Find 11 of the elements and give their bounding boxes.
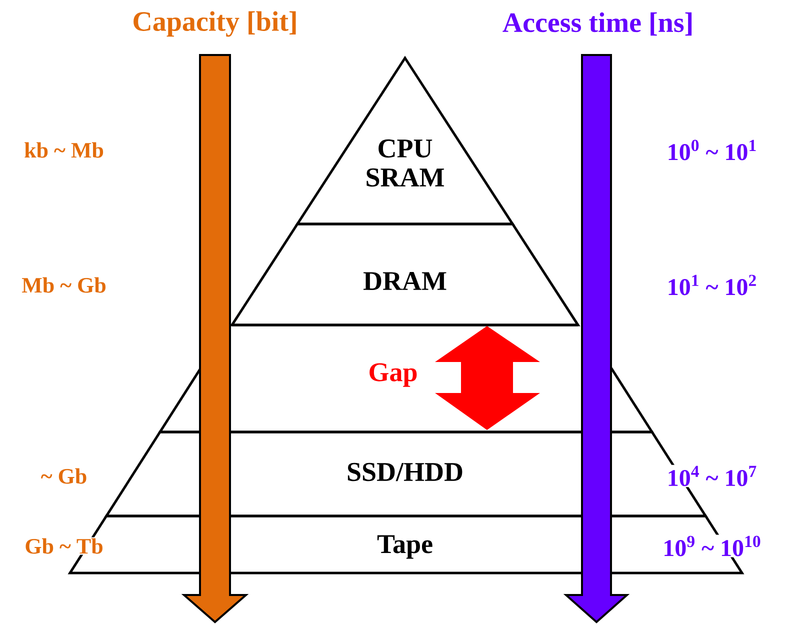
capacity-label: Mb ~ Gb <box>20 276 108 294</box>
access-time-label: 10$^{4}$ ~ 10$^{7}$ <box>666 464 758 488</box>
axis-title: Access time [ns] <box>501 11 695 37</box>
access-time-label: 10$^{9}$ ~ 10$^{10}$ <box>662 534 762 558</box>
capacity-label: Gb ~ Tb <box>24 537 104 555</box>
capacity-label: kb ~ Mb <box>23 141 105 159</box>
access-time-label: 10$^{0}$ ~ 10$^{1}$ <box>666 138 758 162</box>
capacity-label: ~ Gb <box>40 467 88 485</box>
axis-title: Capacity [bit] <box>131 10 299 38</box>
pyramid-level: Gap <box>158 324 654 434</box>
access-time-label: 10$^{1}$ ~ 10$^{2}$ <box>666 274 758 296</box>
